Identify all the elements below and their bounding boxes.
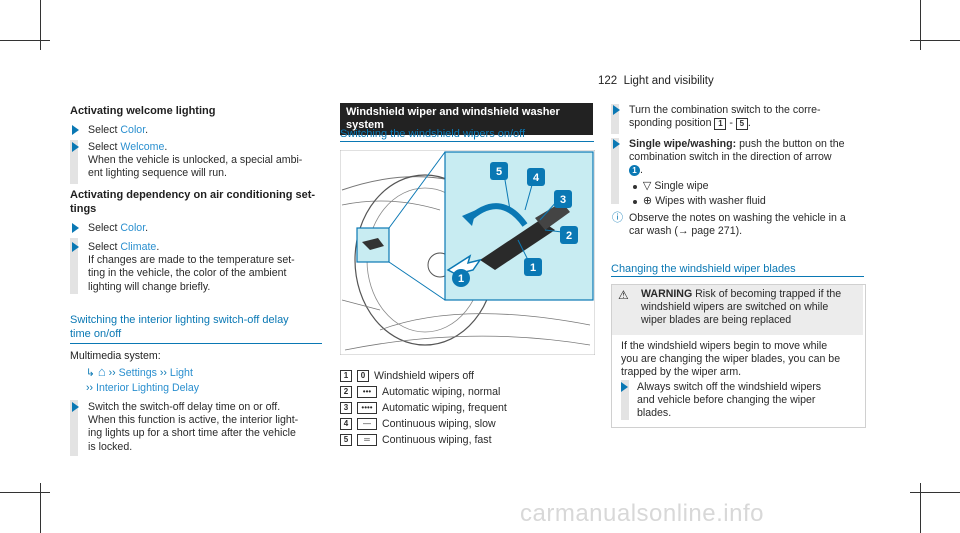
link-welcome[interactable]: Welcome bbox=[120, 141, 165, 153]
double-chevron-icon: ›› bbox=[108, 367, 116, 379]
heading-air-conditioning: Activating dependency on air conditionin… bbox=[70, 189, 316, 215]
legend-row: 5 ═ Continuous wiping, fast bbox=[340, 434, 492, 446]
crop-mark bbox=[910, 40, 960, 41]
step-bar bbox=[611, 138, 619, 204]
step-arrow-icon bbox=[72, 223, 79, 233]
subheading-rule bbox=[611, 276, 864, 277]
subheading-wiper-blades: Changing the windshield wiper blades bbox=[611, 263, 796, 275]
callout-1-position: 1 bbox=[524, 258, 542, 276]
legend-number: 5 bbox=[340, 434, 352, 446]
legend-number: 1 bbox=[340, 370, 352, 382]
warning-icon: ⚠ bbox=[618, 288, 629, 302]
info-icon: ⓘ bbox=[612, 212, 623, 224]
crop-mark bbox=[920, 483, 921, 533]
page-header: 122 Light and visibility bbox=[598, 75, 714, 87]
watermark: carmanualsonline.info bbox=[520, 500, 764, 527]
step-switch-delay: Switch the switch-off delay time on or o… bbox=[72, 401, 298, 454]
wiper-fast-icon: ═ bbox=[357, 434, 377, 446]
callout-4-label: 4 bbox=[533, 172, 540, 184]
section-title: Light and visibility bbox=[623, 75, 714, 87]
subheading-rule bbox=[70, 343, 322, 344]
crop-mark bbox=[0, 40, 50, 41]
bullet bbox=[633, 184, 637, 189]
step-select-climate: Select Climate. If changes are made to t… bbox=[72, 241, 295, 294]
page-number: 122 bbox=[598, 75, 618, 87]
heading-welcome-lighting: Activating welcome lighting bbox=[70, 105, 216, 117]
warning-box bbox=[611, 284, 866, 428]
wiper-slow-icon: — bbox=[357, 418, 377, 430]
home-icon[interactable]: ⌂ bbox=[97, 364, 106, 379]
callout-1-arrow: 1 bbox=[452, 269, 470, 287]
multimedia-label: Multimedia system: bbox=[70, 350, 161, 362]
step-bar bbox=[70, 400, 78, 456]
step-single-wipe: Single wipe/washing: push the button on … bbox=[613, 138, 845, 208]
step-select-color-2: Select Color. bbox=[72, 222, 148, 235]
menu-light[interactable]: Light bbox=[169, 367, 193, 379]
step-select-color: Select Color. bbox=[72, 124, 148, 137]
legend-row: 4 — Continuous wiping, slow bbox=[340, 418, 496, 430]
crop-mark bbox=[40, 483, 41, 533]
crop-mark bbox=[910, 492, 960, 493]
crop-mark bbox=[40, 0, 41, 50]
double-chevron-icon: ›› bbox=[86, 382, 94, 394]
menu-interior-lighting-delay[interactable]: Interior Lighting Delay bbox=[96, 382, 200, 394]
legend-row: 3 •••• Automatic wiping, frequent bbox=[340, 402, 507, 414]
step-bar bbox=[70, 140, 78, 184]
callout-1-arrow-label: 1 bbox=[458, 273, 464, 285]
double-chevron-icon: ›› bbox=[159, 367, 167, 379]
callout-2: 2 bbox=[560, 226, 578, 244]
callout-4: 4 bbox=[527, 168, 545, 186]
link-color[interactable]: Color bbox=[120, 124, 146, 136]
warning-paragraph: If the windshield wipers begin to move w… bbox=[621, 340, 841, 379]
legend-number: 4 bbox=[340, 418, 352, 430]
wiper-frequent-icon: •••• bbox=[357, 402, 377, 414]
callout-2-label: 2 bbox=[566, 230, 572, 242]
step-arrow-icon bbox=[613, 105, 620, 115]
return-arrow-icon: ↳ bbox=[86, 367, 95, 379]
section-title-bar: Windshield wiper and windshield washer s… bbox=[340, 103, 593, 135]
subheading-wipers: Switching the windshield wipers on/off bbox=[340, 128, 526, 140]
step-arrow-icon bbox=[72, 242, 79, 252]
menu-path: ↳ ⌂ ›› Settings ›› Light ›› Interior Lig… bbox=[86, 364, 199, 396]
callout-3: 3 bbox=[554, 190, 572, 208]
callout-5-label: 5 bbox=[496, 166, 502, 178]
legend-number: 3 bbox=[340, 402, 352, 414]
step-bar bbox=[70, 238, 78, 294]
step-bar bbox=[621, 380, 629, 420]
callout-1-position-label: 1 bbox=[530, 262, 536, 274]
position-1-badge: 1 bbox=[714, 118, 727, 131]
step-select-welcome: Select Welcome. When the vehicle is unlo… bbox=[72, 141, 302, 181]
subheading-switch-off-delay: Switching the interior lighting switch-o… bbox=[70, 314, 289, 340]
crop-mark bbox=[920, 0, 921, 50]
position-5-badge: 5 bbox=[735, 118, 748, 131]
wiper-switch-figure: 5 4 3 2 1 1 bbox=[340, 150, 595, 355]
step-arrow-icon bbox=[621, 382, 628, 392]
step-arrow-icon bbox=[72, 125, 79, 135]
menu-settings[interactable]: Settings bbox=[118, 367, 157, 379]
subheading-rule bbox=[340, 141, 594, 142]
note-car-wash: ⓘ Observe the notes on washing the vehic… bbox=[612, 212, 846, 238]
legend-row: 2 ••• Automatic wiping, normal bbox=[340, 386, 500, 398]
single-wipe-icon: ▽ bbox=[642, 179, 652, 192]
warning-step: Always switch off the windshield wipers … bbox=[621, 381, 821, 421]
arrow-1-badge: 1 bbox=[629, 165, 640, 177]
link-color[interactable]: Color bbox=[120, 222, 146, 234]
legend-row: 1 0 Windshield wipers off bbox=[340, 370, 474, 382]
step-turn-switch: Turn the combination switch to the corre… bbox=[613, 104, 821, 131]
crop-mark bbox=[0, 492, 50, 493]
step-bar bbox=[611, 104, 619, 134]
warning-header bbox=[612, 285, 863, 335]
bullet bbox=[633, 199, 637, 204]
callout-3-label: 3 bbox=[560, 194, 566, 206]
step-arrow-icon bbox=[72, 402, 79, 412]
link-climate[interactable]: Climate bbox=[120, 241, 157, 253]
step-arrow-icon bbox=[72, 142, 79, 152]
wiper-normal-icon: ••• bbox=[357, 386, 377, 398]
washer-fluid-icon: ⊕ bbox=[642, 194, 653, 207]
warning-text: WARNING Risk of becoming trapped if the … bbox=[641, 288, 842, 327]
legend-number: 2 bbox=[340, 386, 352, 398]
step-arrow-icon bbox=[613, 139, 620, 149]
callout-5: 5 bbox=[490, 162, 508, 180]
wiper-off-icon: 0 bbox=[357, 370, 369, 382]
